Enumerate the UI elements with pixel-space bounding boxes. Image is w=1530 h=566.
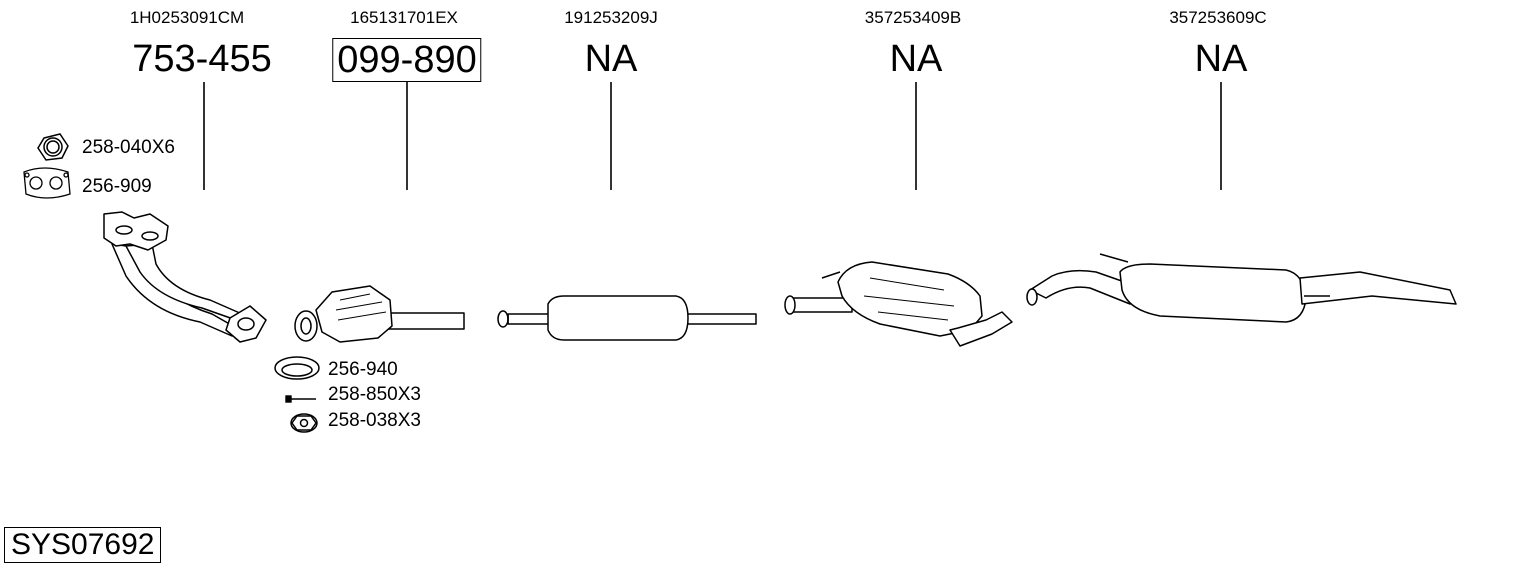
oe-number-1: 1H0253091CM (129, 8, 245, 27)
part-number-2[interactable]: 099-890 (332, 38, 482, 82)
part-number-5[interactable]: NA (1194, 38, 1248, 80)
oe-number-2: 165131701EX (350, 8, 458, 27)
flange-nut-icon (290, 413, 318, 433)
oe-number-5: 357253609C (1169, 8, 1267, 27)
accessory-label-ring-gasket[interactable]: 256-940 (328, 359, 398, 380)
accessory-label-flange-nut[interactable]: 258-038X3 (328, 410, 421, 431)
part-number-4[interactable]: NA (889, 38, 943, 80)
ring-gasket-icon (274, 356, 320, 380)
bolt-icon (285, 395, 316, 403)
accessory-label-bolt[interactable]: 258-850X3 (328, 384, 421, 405)
oe-number-4: 357253409B (864, 8, 962, 27)
middle-silencer-part (497, 295, 757, 341)
flange-gasket-icon (23, 167, 71, 199)
part-number-1[interactable]: 753-455 (132, 38, 272, 80)
part-number-3[interactable]: NA (584, 38, 638, 80)
accessory-label-hex-nut[interactable]: 258-040X6 (82, 137, 175, 158)
front-pipe-part (103, 211, 267, 343)
accessory-label-flange-gasket[interactable]: 256-909 (82, 176, 152, 197)
catalytic-converter-part (294, 285, 465, 343)
centre-silencer-part (784, 261, 1013, 347)
rear-silencer-part (1026, 253, 1457, 323)
oe-number-3: 191253209J (564, 8, 658, 27)
hex-nut-icon (37, 133, 69, 161)
system-code: SYS07692 (4, 527, 162, 563)
